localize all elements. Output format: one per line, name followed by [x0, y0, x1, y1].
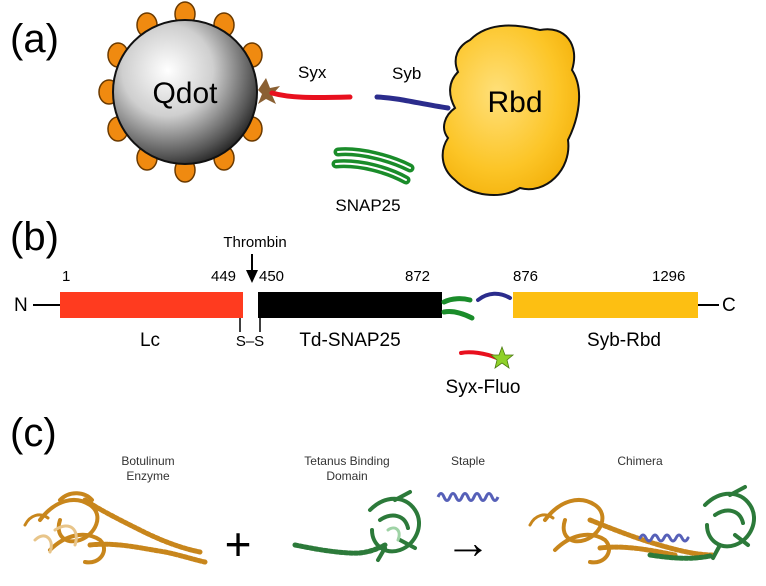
botulinum-label-line1: Botulinum [121, 454, 174, 468]
staple-label: Staple [451, 454, 485, 468]
panel-c-label: (c) [10, 411, 57, 455]
pos-449: 449 [211, 268, 236, 285]
syb-rbd-bar [513, 292, 698, 318]
thrombin-label: Thrombin [223, 234, 286, 251]
pos-872: 872 [405, 268, 430, 285]
attachment-star-icon [258, 78, 280, 104]
td-snap25-label: Td-SNAP25 [299, 330, 400, 351]
disulfide-label: S–S [236, 333, 264, 350]
panel-c: (c) Botulinum Enzyme Tetanus Binding Dom… [10, 411, 756, 570]
pos-1: 1 [62, 268, 70, 285]
rbd-blob [441, 24, 580, 196]
lc-label: Lc [140, 330, 160, 351]
staple-helix [436, 492, 500, 502]
syx-fluo-label: Syx-Fluo [446, 377, 521, 398]
botulinum-enzyme-structure [23, 491, 208, 565]
fluorophore-star-icon [489, 345, 515, 369]
snap25-ribbons [331, 147, 415, 185]
reaction-arrow-icon: → [445, 516, 491, 568]
syb-strand [374, 94, 451, 111]
tetanus-binding-domain-structure [292, 490, 421, 562]
pos-1296: 1296 [652, 268, 685, 285]
td-snap25-bar [258, 292, 442, 318]
n-terminus-label: N [14, 295, 28, 316]
rbd-label: Rbd [487, 86, 542, 119]
chimera-label: Chimera [617, 454, 663, 468]
thrombin-arrow-head-icon [246, 270, 258, 283]
panel-a-label: (a) [10, 17, 59, 61]
lc-bar [60, 292, 243, 318]
syb-label: Syb [392, 64, 421, 83]
qdot-sphere [112, 19, 258, 165]
syb-small-strand [476, 291, 512, 302]
syb-rbd-label: Syb-Rbd [587, 330, 661, 351]
tetanus-label-line2: Domain [326, 469, 367, 483]
botulinum-label-line2: Enzyme [126, 469, 170, 483]
syx-strand [269, 90, 353, 101]
qdot-label: Qdot [152, 77, 218, 110]
c-terminus-label: C [722, 295, 736, 316]
snap25-label: SNAP25 [335, 196, 400, 215]
panel-a: (a) Qdot Syx Syb Rbd [10, 1, 580, 215]
pos-876: 876 [513, 268, 538, 285]
chimera-structure [528, 485, 756, 565]
snap25-small-ribbons [441, 296, 475, 321]
syx-label: Syx [298, 63, 327, 82]
panel-b: (b) Thrombin 1 449 450 872 876 1296 N Lc… [10, 215, 736, 398]
panel-b-label: (b) [10, 215, 59, 259]
plus-sign: + [225, 518, 252, 570]
pos-450: 450 [259, 268, 284, 285]
tetanus-label-line1: Tetanus Binding [304, 454, 389, 468]
